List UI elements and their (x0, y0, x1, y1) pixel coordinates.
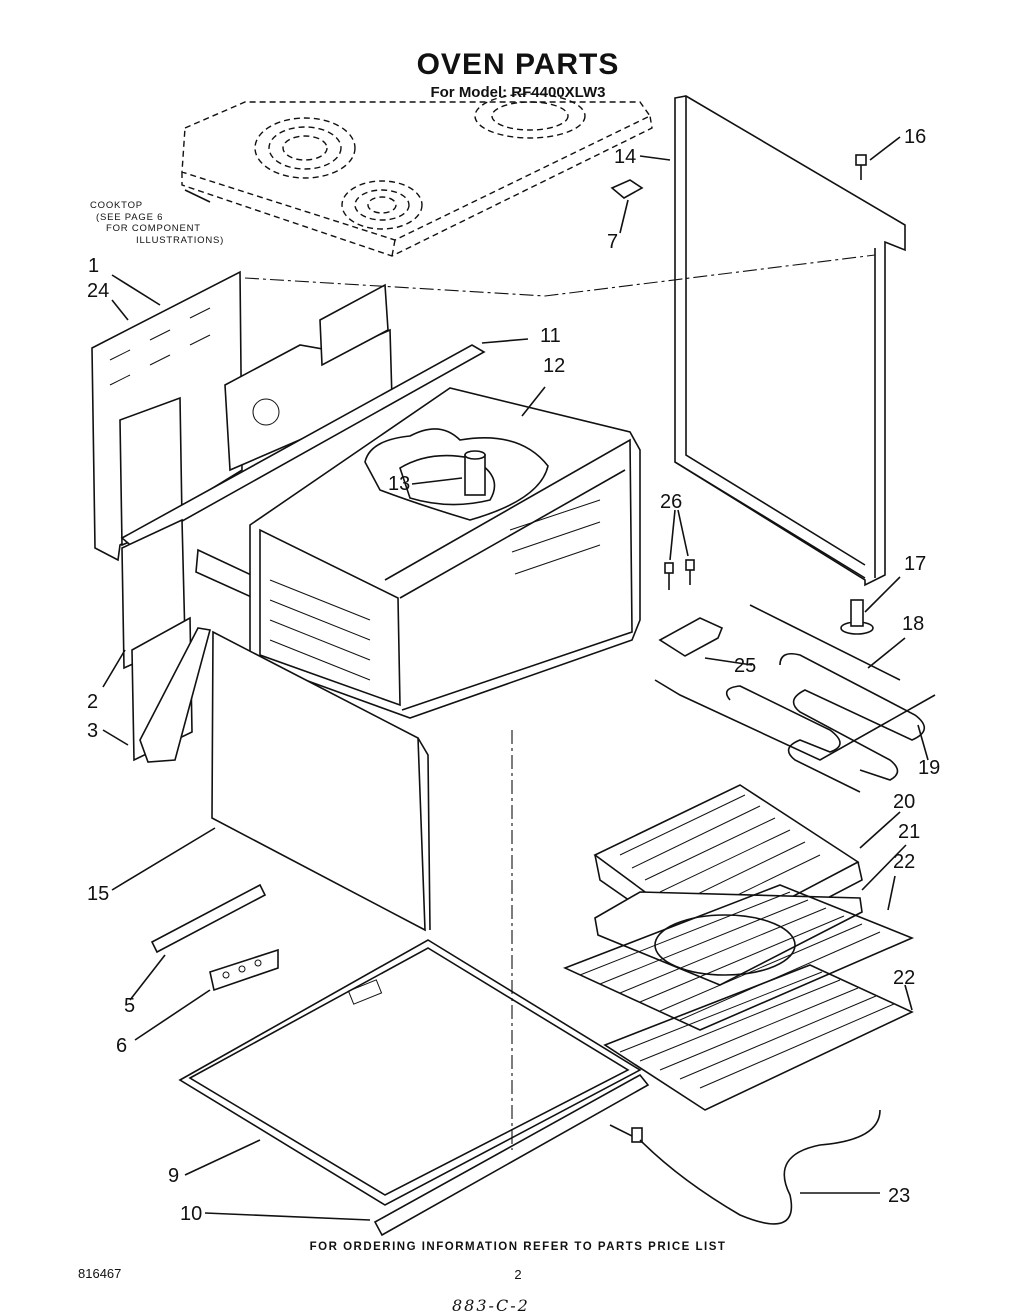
ordering-note: FOR ORDERING INFORMATION REFER TO PARTS … (309, 1241, 727, 1253)
oven-cavity-12 (249, 387, 641, 719)
cooktop-note-line: ILLUSTRATIONS) (136, 234, 225, 246)
cooktop-note-line: COOKTOP (90, 200, 143, 211)
callout-21: 21 (898, 821, 920, 843)
sensor-23 (609, 1109, 881, 1225)
page-number: 2 (514, 1267, 522, 1282)
callout-17: 17 (904, 553, 926, 575)
callout-25: 25 (734, 655, 756, 677)
oven-bottom-9 (178, 939, 642, 1206)
handwritten-note: 883-C-2 (452, 1296, 530, 1315)
callout-23: 23 (888, 1185, 910, 1207)
callout-26: 26 (660, 491, 682, 513)
page-title: OVEN PARTS (416, 48, 620, 81)
side-panel-1 (91, 270, 243, 562)
callout-3: 3 (87, 720, 98, 742)
oven-rack-22b (603, 964, 914, 1111)
oven-rack-22a (562, 884, 915, 1031)
callout-1: 1 (88, 255, 99, 277)
front-panel-15 (211, 630, 431, 932)
callout-19: 19 (918, 757, 940, 779)
screw-16 (855, 154, 867, 180)
callout-14: 14 (614, 146, 636, 168)
bushing-17 (840, 599, 874, 635)
callout-18: 18 (902, 613, 924, 635)
doc-number: 816467 (78, 1266, 122, 1281)
callout-5: 5 (124, 995, 135, 1017)
leader-lines (102, 136, 929, 1221)
callout-9: 9 (168, 1165, 179, 1187)
bracket-7 (610, 179, 644, 199)
callout-2: 2 (87, 691, 98, 713)
cooktop-note-line: FOR COMPONENT (106, 223, 201, 234)
part-5 (150, 883, 267, 954)
model-subtitle: For Model: RF4400XLW3 (430, 84, 606, 101)
callout-12: 12 (543, 355, 565, 377)
rear-wall-panel (224, 283, 393, 472)
screws-26 (664, 559, 695, 590)
callout-20: 20 (893, 791, 915, 813)
callout-15: 15 (87, 883, 109, 905)
part-callouts: 1 24 2 3 5 6 7 9 10 11 12 13 14 15 16 17… (87, 126, 940, 1225)
lower-side-panel-2 (121, 518, 263, 762)
callout-13: 13 (388, 473, 410, 495)
element-19 (654, 679, 936, 761)
callout-10: 10 (180, 1203, 202, 1225)
back-panel-14 (674, 95, 906, 587)
alignment-line (244, 254, 876, 297)
insulation-3 (139, 627, 212, 763)
callout-11: 11 (540, 325, 561, 347)
callout-22a: 22 (893, 851, 915, 873)
broil-element-18 (725, 604, 926, 793)
part-6 (209, 948, 279, 992)
callout-24: 24 (87, 280, 109, 302)
bake-element-13 (464, 450, 486, 496)
cooktop-note: COOKTOP (SEE PAGE 6 FOR COMPONENT ILLUST… (90, 200, 224, 246)
callout-7: 7 (607, 231, 618, 253)
callout-16: 16 (904, 126, 926, 148)
bracket-25 (658, 617, 724, 657)
cooktop-note-line: (SEE PAGE 6 (96, 211, 164, 223)
front-rail-10 (373, 1073, 650, 1237)
callout-6: 6 (116, 1035, 127, 1057)
callout-22b: 22 (893, 967, 915, 989)
cooktop-outline (181, 93, 653, 257)
